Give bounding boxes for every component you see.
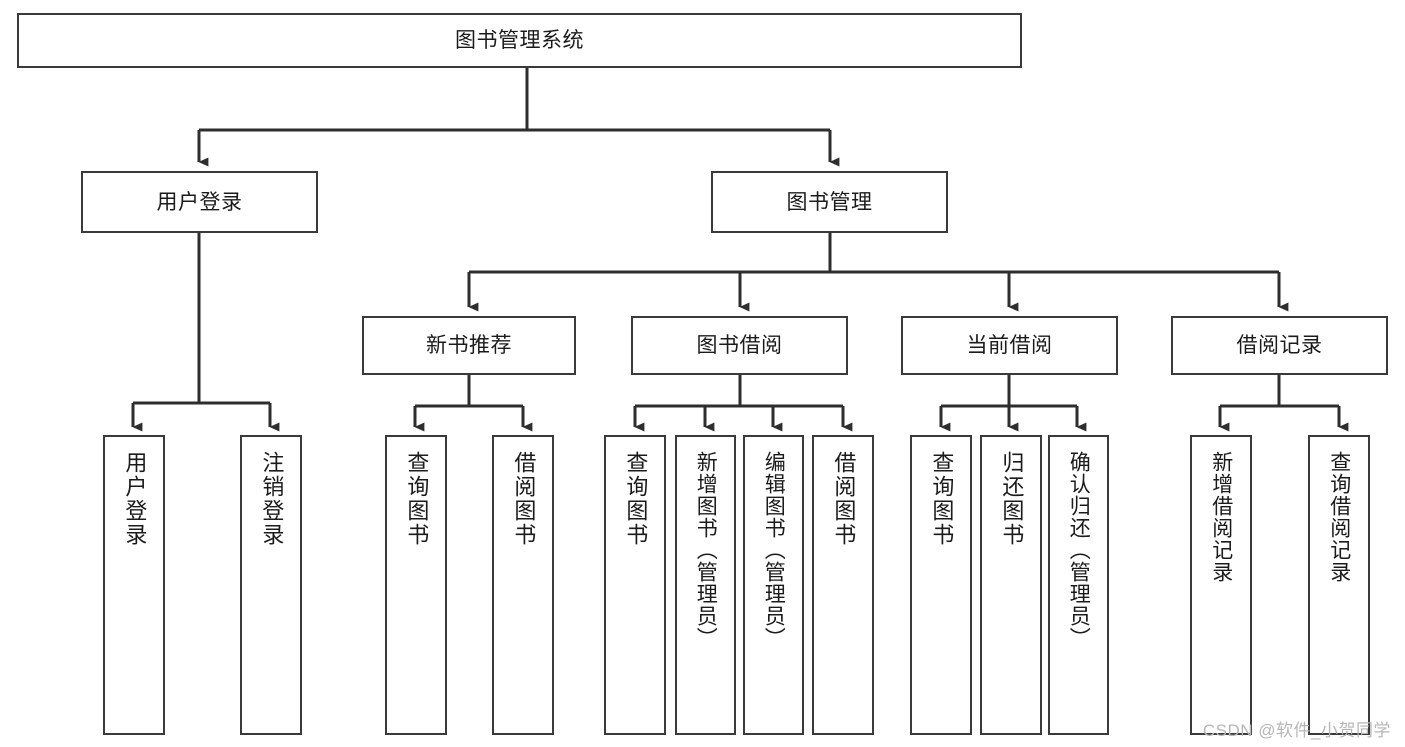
node-book-management[interactable]: 图书管理 <box>711 171 948 233</box>
node-new-book-recommend[interactable]: 新书推荐 <box>362 316 576 375</box>
node-user-login-label: 用户登录 <box>156 190 243 214</box>
leaf-record-query[interactable]: 查询借阅记录 <box>1308 435 1370 735</box>
leaf-current-query-book[interactable]: 查询图书 <box>910 435 972 735</box>
node-current-borrow[interactable]: 当前借阅 <box>901 316 1118 375</box>
leaf-record-add[interactable]: 新增借阅记录 <box>1190 435 1252 735</box>
leaf-new-book-query[interactable]: 查询图书 <box>385 435 447 735</box>
leaf-borrow-borrow-book[interactable]: 借阅图书 <box>812 435 874 735</box>
node-borrow-record-label: 借阅记录 <box>1236 334 1323 357</box>
leaf-new-book-borrow-label: 借阅图书 <box>511 451 537 547</box>
node-user-login[interactable]: 用户登录 <box>81 171 318 233</box>
leaf-current-confirm-return-admin-label: 确认归还（管理员） <box>1067 451 1091 649</box>
leaf-borrow-query-book[interactable]: 查询图书 <box>604 435 666 735</box>
leaf-new-book-borrow[interactable]: 借阅图书 <box>492 435 554 735</box>
leaf-borrow-query-book-label: 查询图书 <box>623 451 649 547</box>
leaf-borrow-borrow-book-label: 借阅图书 <box>831 451 857 547</box>
leaf-user-login-login[interactable]: 用户登录 <box>103 435 165 735</box>
leaf-new-book-query-label: 查询图书 <box>404 451 430 547</box>
leaf-user-login-login-label: 用户登录 <box>122 451 148 547</box>
node-borrow-record[interactable]: 借阅记录 <box>1171 316 1388 375</box>
leaf-user-login-logout[interactable]: 注销登录 <box>240 435 302 735</box>
node-new-book-recommend-label: 新书推荐 <box>426 334 512 357</box>
node-book-borrow-label: 图书借阅 <box>696 334 783 357</box>
leaf-current-confirm-return-admin[interactable]: 确认归还（管理员） <box>1048 435 1109 735</box>
node-current-borrow-label: 当前借阅 <box>966 334 1053 357</box>
leaf-borrow-add-book-admin-label: 新增图书（管理员） <box>694 451 718 649</box>
leaf-record-query-label: 查询借阅记录 <box>1327 451 1351 583</box>
leaf-current-return-book-label: 归还图书 <box>999 451 1025 547</box>
leaf-borrow-edit-book-admin-label: 编辑图书（管理员） <box>762 451 786 649</box>
leaf-current-return-book[interactable]: 归还图书 <box>980 435 1042 735</box>
node-book-borrow[interactable]: 图书借阅 <box>631 316 848 375</box>
leaf-user-login-logout-label: 注销登录 <box>259 451 285 547</box>
leaf-borrow-edit-book-admin[interactable]: 编辑图书（管理员） <box>743 435 804 735</box>
node-root[interactable]: 图书管理系统 <box>17 13 1022 68</box>
node-book-management-label: 图书管理 <box>786 190 873 214</box>
leaf-record-add-label: 新增借阅记录 <box>1209 451 1233 583</box>
leaf-borrow-add-book-admin[interactable]: 新增图书（管理员） <box>675 435 736 735</box>
leaf-current-query-book-label: 查询图书 <box>929 451 955 547</box>
watermark-text: CSDN @软件_小贺同学 <box>1202 721 1391 740</box>
node-root-label: 图书管理系统 <box>455 29 584 52</box>
